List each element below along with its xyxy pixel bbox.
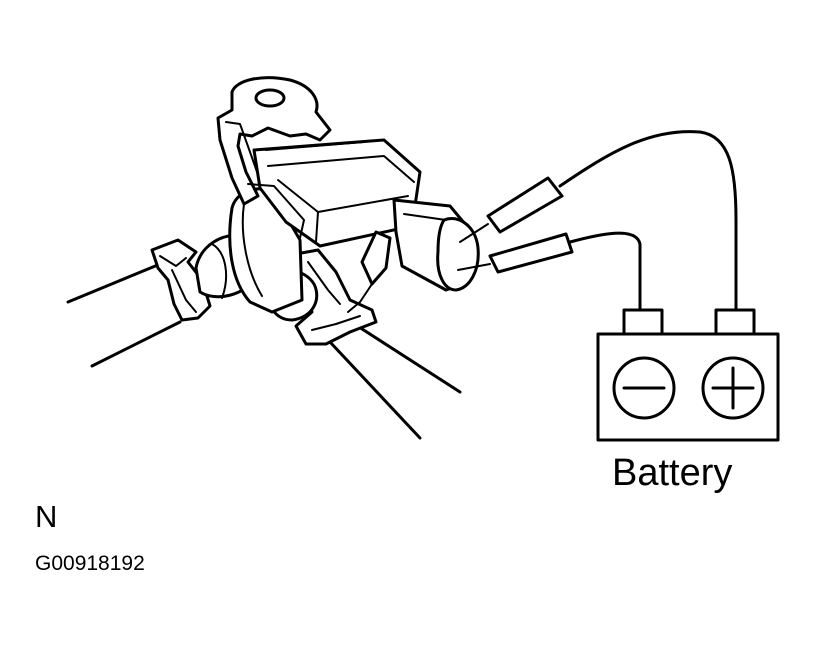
battery: [596, 308, 780, 442]
negative-lead-wire: [568, 231, 642, 314]
figure-code: G00918192: [35, 552, 145, 575]
view-letter: N: [35, 499, 58, 534]
positive-symbol-icon: [701, 356, 765, 420]
mounting-bracket: [216, 76, 332, 206]
positive-lead-wire: [558, 130, 738, 314]
negative-symbol-icon: [612, 356, 676, 420]
solenoid-housing: [247, 138, 422, 248]
connector-block: [392, 198, 480, 292]
lower-hose-clamp: [294, 248, 378, 346]
battery-label: Battery: [612, 452, 733, 494]
negative-terminal: [622, 308, 664, 338]
positive-probe: [459, 176, 564, 243]
left-hose-clamp: [150, 238, 212, 322]
negative-probe: [457, 232, 574, 274]
left-hose: [66, 260, 182, 368]
positive-terminal: [714, 308, 756, 338]
side-pigtail: [347, 230, 392, 313]
